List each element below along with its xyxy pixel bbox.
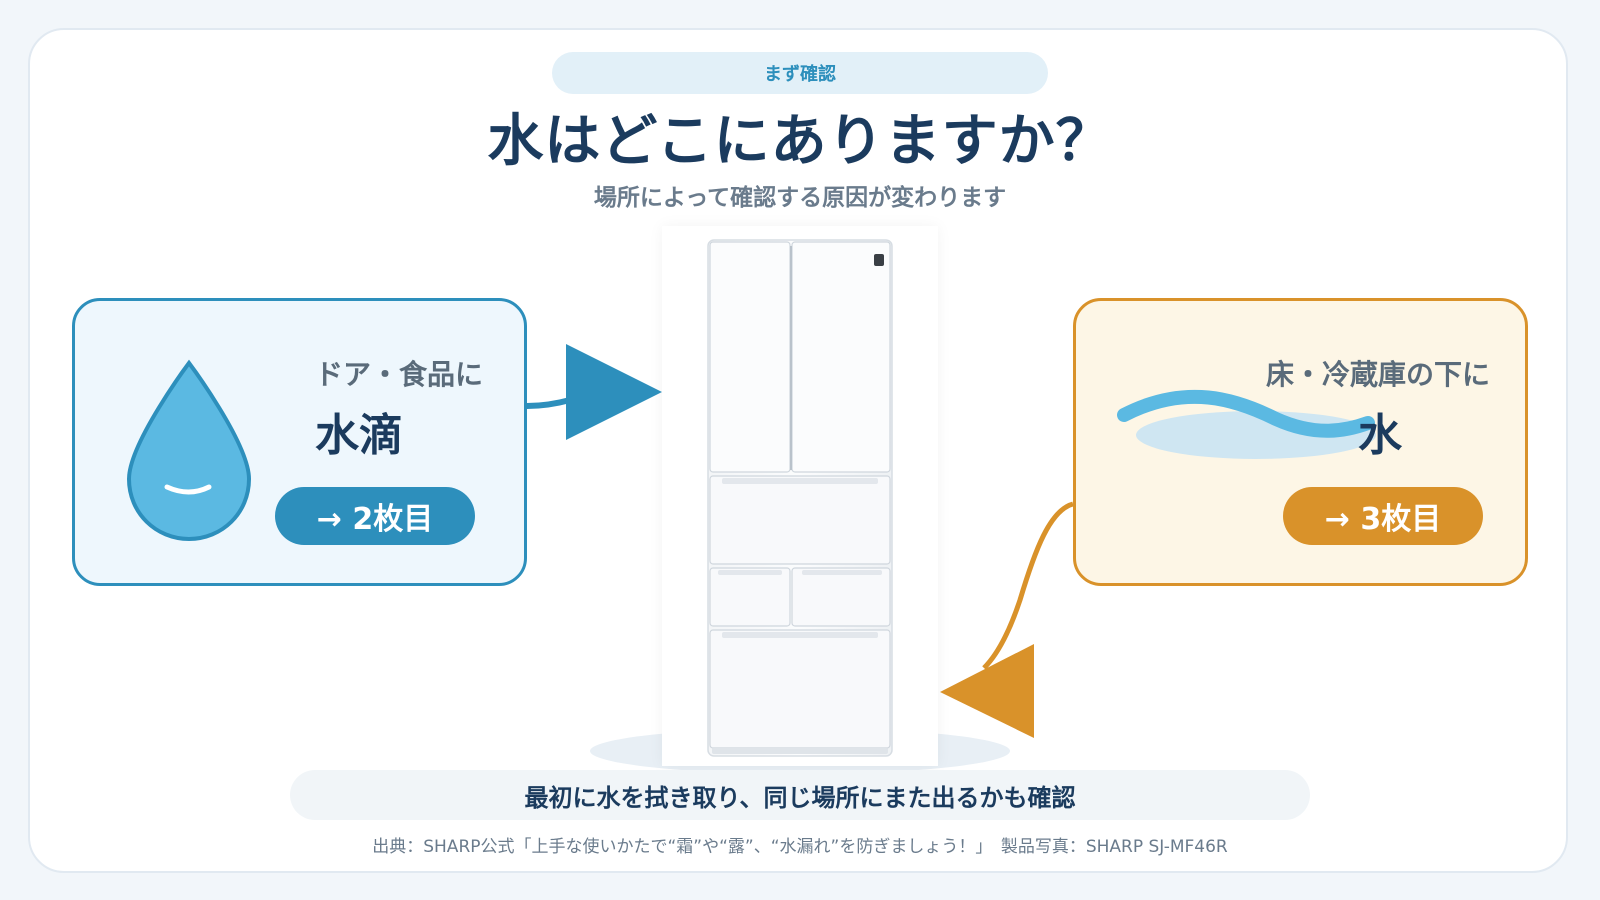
section-badge: まず確認 <box>552 52 1048 94</box>
bottom-note: 最初に水を拭き取り、同じ場所にまた出るかも確認 <box>290 770 1310 820</box>
page-subtitle: 場所によって確認する原因が変わります <box>593 185 1007 211</box>
water-drop-icon <box>126 359 252 542</box>
panel-left-title: 水滴 <box>315 410 403 461</box>
panel-right-title: 水 <box>1358 410 1402 461</box>
left-connector-line <box>526 397 571 409</box>
right-connector-line <box>982 501 1074 670</box>
go-to-slide-3-button[interactable]: → 3枚目 <box>1283 487 1483 545</box>
panel-door-food[interactable]: ドア・食品に 水滴 → 2枚目 <box>72 298 527 586</box>
panel-floor-under[interactable]: 床・冷蔵庫の下に 水 → 3枚目 <box>1073 298 1528 586</box>
arrow-right-icon <box>566 344 662 440</box>
arrow-left-icon <box>940 644 1034 738</box>
fridge-illustration <box>707 239 893 757</box>
go-to-slide-2-button[interactable]: → 2枚目 <box>275 487 475 545</box>
panel-right-label: 床・冷蔵庫の下に <box>1266 358 1491 391</box>
brand-logo-icon <box>874 254 884 266</box>
panel-left-label: ドア・食品に <box>315 358 484 391</box>
source-credit: 出典：SHARP公式「上手な使いかたで“霜”や“露”、“水漏れ”を防ぎましょう！… <box>372 837 1228 857</box>
water-puddle-icon <box>1117 389 1376 459</box>
page-title: 水はどこにありますか？ <box>487 109 1113 174</box>
fridge-photo <box>662 226 938 766</box>
